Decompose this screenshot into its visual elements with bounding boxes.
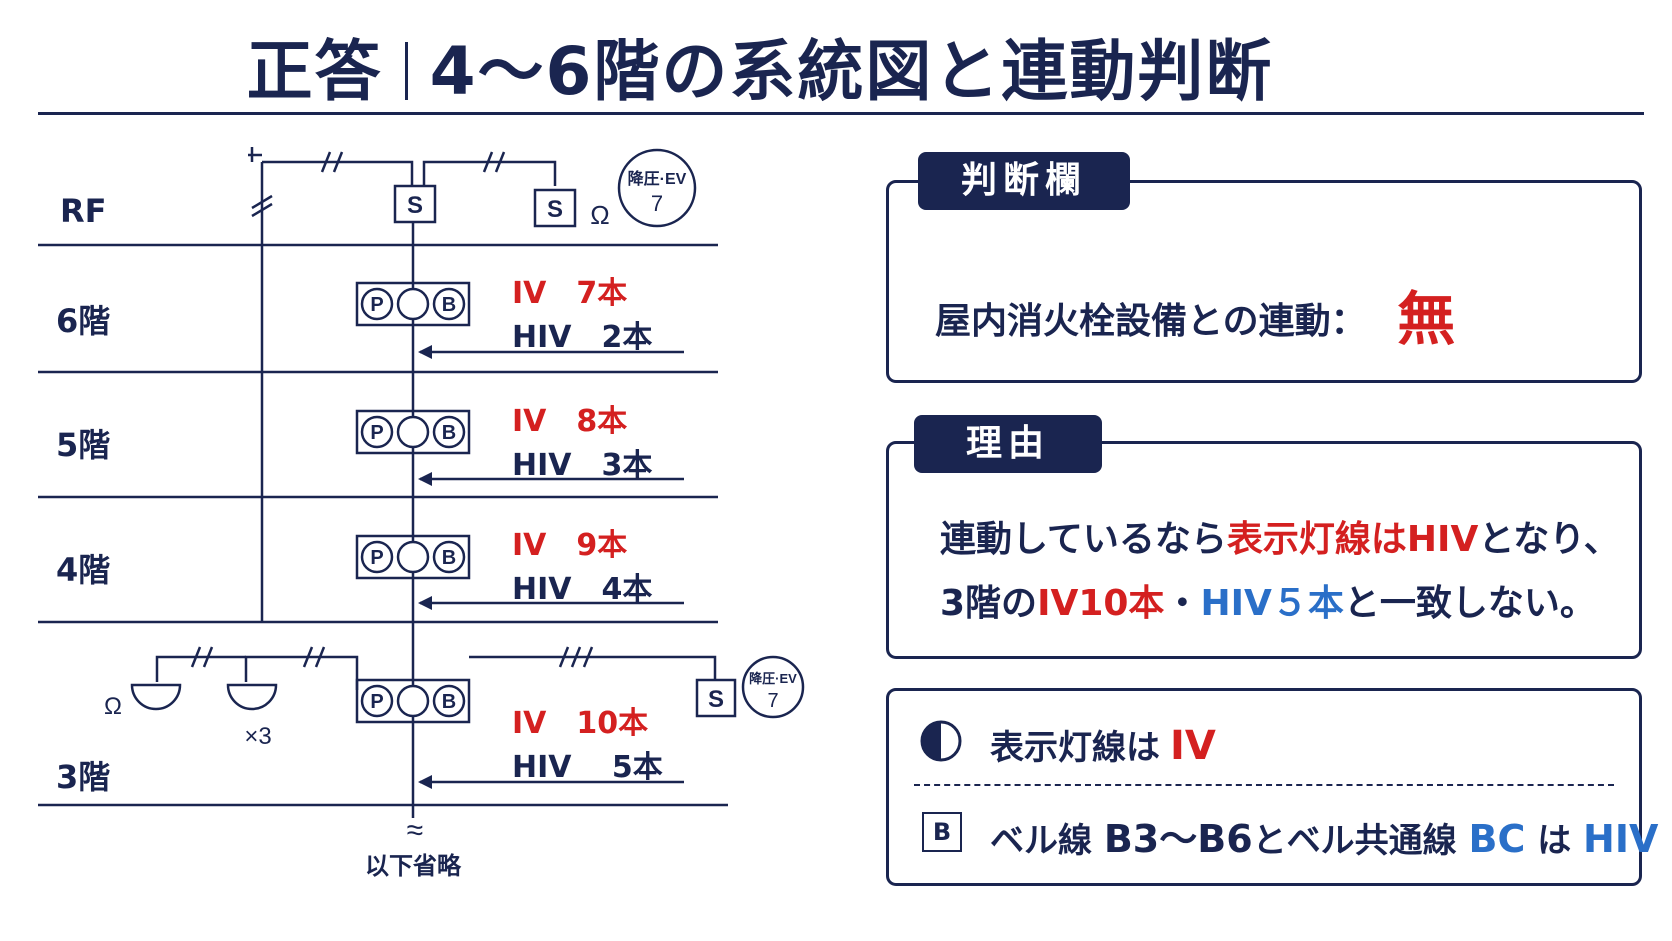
iv-count-6: IV 7本 (512, 276, 628, 311)
judgment-label: 屋内消火栓設備との連動： (935, 301, 1367, 342)
page-title: 正答 4～6階の系統図と連動判断 (0, 18, 1520, 114)
pob-b-4: B (442, 547, 456, 569)
legend-item2-f: HIV (1583, 817, 1659, 861)
ev-badge-circle-3f (741, 655, 805, 719)
title-underline (38, 112, 1644, 115)
floor-label-6: 6階 (56, 302, 111, 340)
pob-b-6: B (442, 294, 456, 316)
s-label-1: S (407, 192, 423, 219)
reason-line1-b: 表示灯線はHIV (1226, 519, 1479, 560)
hiv-count-6: HIV 2本 (512, 320, 653, 355)
iv-count-4: IV 9本 (512, 528, 628, 563)
speaker-box-rf-1 (393, 184, 437, 224)
pob-box-6 (355, 281, 471, 327)
pob-b-5: B (442, 422, 456, 444)
legend-item1-b: IV (1170, 723, 1216, 769)
pob-p-3: P (370, 691, 383, 713)
legend-panel (886, 688, 1642, 886)
floor-label-5: 5階 (56, 426, 111, 464)
ev-badge-num-rf: 7 (651, 191, 663, 216)
floor-label-4: 4階 (56, 551, 111, 589)
wire-count-3: IV 10本 HIV 5本 (512, 698, 663, 786)
reason-line2-a: 3階の (940, 583, 1038, 624)
legend-item2-d: BC (1468, 817, 1526, 861)
legend-item2-c: とベル共通線 (1252, 821, 1457, 861)
reason-line-1: 連動しているなら表示灯線はHIVとなり、 (940, 510, 1620, 562)
s-label-2: S (547, 196, 563, 223)
times3-label: ×3 (244, 723, 271, 750)
hiv-count-4: HIV 4本 (512, 572, 653, 607)
iv-count-5: IV 8本 (512, 404, 628, 439)
bell-icon-2 (226, 683, 278, 711)
wave-symbol: ≈ (407, 814, 423, 847)
judgment-answer: 無 (1397, 285, 1456, 353)
pob-b-3: B (442, 691, 456, 713)
reason-line1-c: となり、 (1478, 519, 1620, 560)
pob-p-5: P (370, 422, 383, 444)
wire-count-6: IV 7本 HIV 2本 (512, 268, 652, 356)
legend-item2-b: B3～B6 (1103, 817, 1253, 861)
ev-badge-top-3f: 降圧·EV (749, 671, 797, 686)
hiv-count-5: HIV 3本 (512, 448, 653, 483)
reason-line2-e: と一致しない。 (1343, 583, 1596, 624)
title-separator (404, 42, 408, 100)
ev-badge-circle-rf (617, 148, 697, 228)
pob-box-4 (355, 534, 471, 580)
wire-count-5: IV 8本 HIV 3本 (512, 396, 652, 484)
omega-rf: Ω (590, 200, 609, 230)
reason-tag: 理由 (914, 415, 1102, 473)
bell-b-icon: B (922, 812, 962, 852)
legend-item2-e: は (1537, 821, 1572, 861)
hiv-count-3: HIV 5本 (512, 750, 663, 785)
s-label-3: S (708, 686, 724, 713)
half-circle-icon (920, 720, 962, 762)
ev-badge-top-rf: 降圧·EV (628, 169, 687, 188)
pob-p-4: P (370, 547, 383, 569)
bell-icon-1 (130, 683, 182, 711)
pob-p-6: P (370, 294, 383, 316)
speaker-box-rf-2 (533, 188, 577, 228)
legend-item2-a: ベル線 (990, 821, 1092, 861)
floor-label-3: 3階 (56, 758, 111, 796)
reason-panel (886, 441, 1642, 659)
legend-item-2: ベル線 B3～B6とベル共通線 BC は HIV (990, 808, 1658, 863)
floor-label-rf: RF (60, 192, 107, 230)
speaker-box-3f (695, 678, 737, 718)
wire-count-4: IV 9本 HIV 4本 (512, 520, 652, 608)
reason-line2-b: IV10本 (1037, 583, 1165, 624)
title-right: 4～6階の系統図と連動判断 (429, 33, 1274, 110)
judgment-text: 屋内消火栓設備との連動： 無 (935, 272, 1455, 356)
judgment-tag: 判断欄 (918, 152, 1130, 210)
omega-3f: Ω (104, 693, 122, 720)
title-left: 正答 (246, 33, 383, 110)
pob-box-5 (355, 409, 471, 455)
judgment-panel (886, 180, 1642, 383)
legend-item1-a: 表示灯線は (990, 728, 1160, 768)
reason-line1-a: 連動しているなら (940, 519, 1227, 560)
reason-line2-c: ・ (1164, 583, 1201, 624)
reason-line-2: 3階のIV10本・HIV５本と一致しない。 (940, 574, 1596, 626)
iv-count-3: IV 10本 (512, 706, 649, 741)
reason-line2-d: HIV５本 (1200, 583, 1344, 624)
ev-badge-num-3f: 7 (767, 690, 778, 712)
legend-divider (914, 784, 1614, 786)
omitted-label: 以下省略 (365, 852, 462, 880)
pob-box-3 (355, 678, 471, 724)
